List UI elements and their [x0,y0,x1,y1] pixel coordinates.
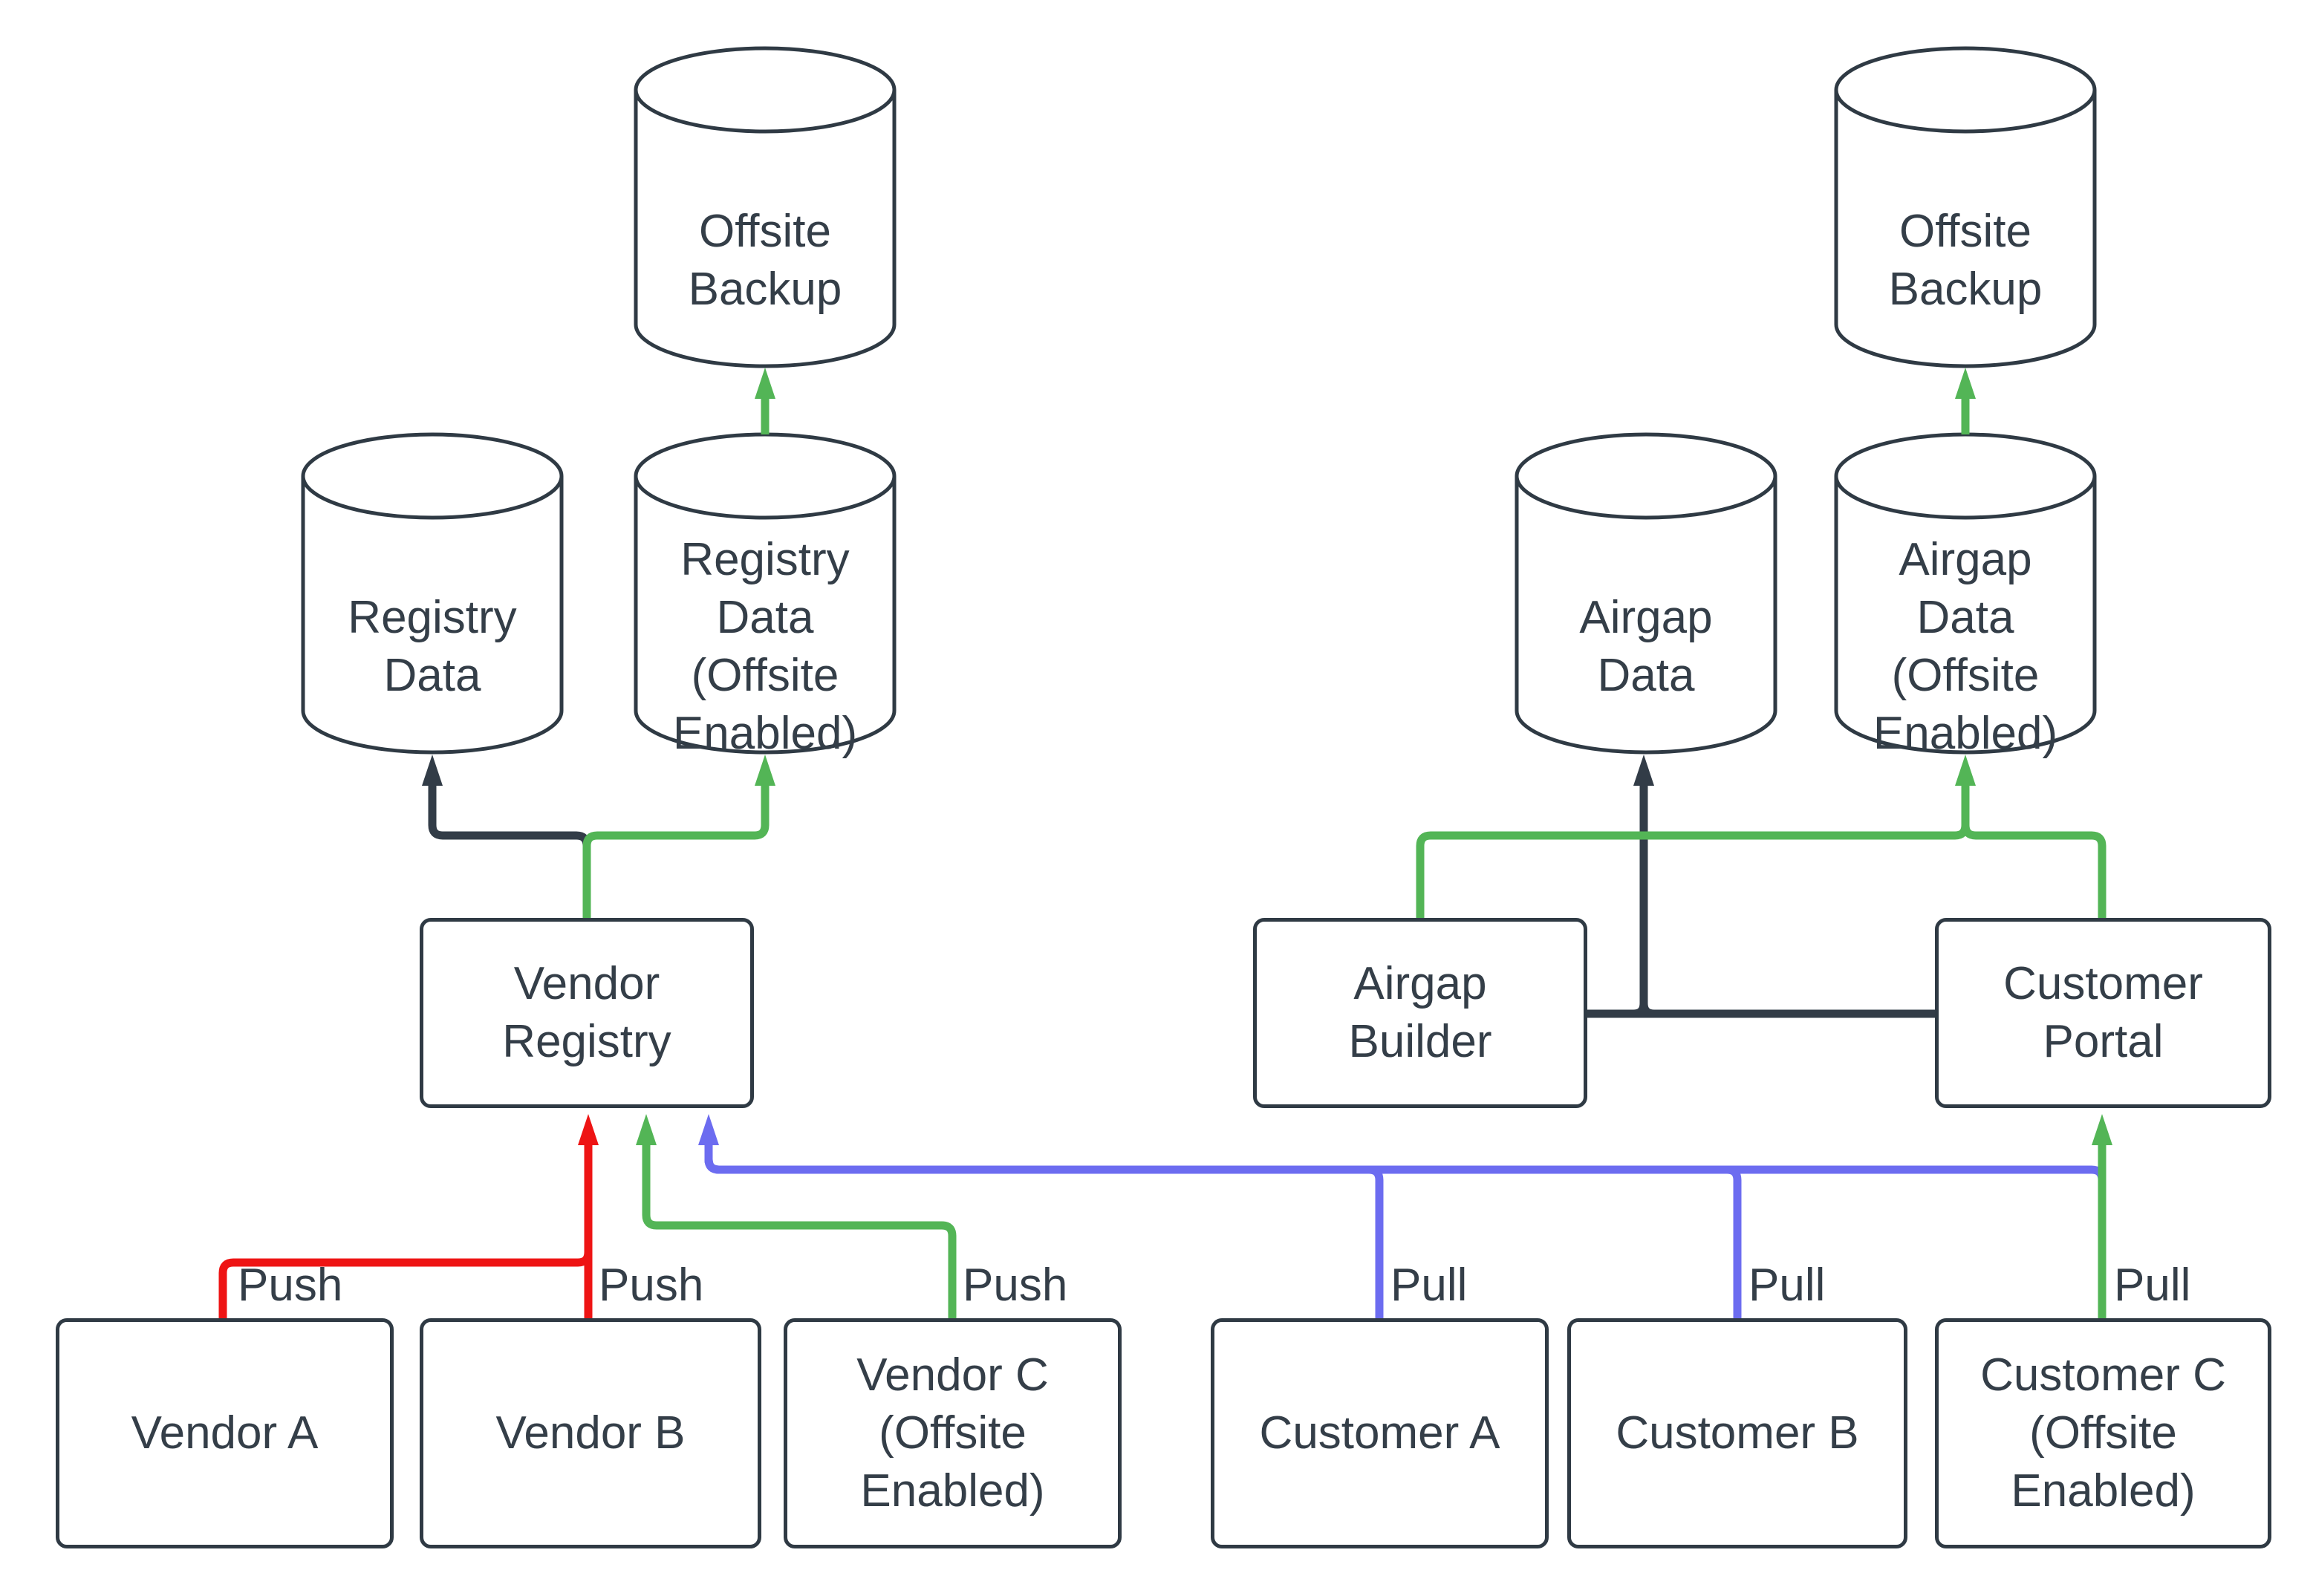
edge-label-push-vendor-c: Push [963,1260,1068,1311]
node-vendor-b: Vendor B [420,1318,761,1548]
edge-label-pull-customer-b: Pull [1748,1260,1826,1311]
cylinder-airgap-data [1515,432,1777,755]
node-vendor-a: Vendor A [56,1318,394,1548]
edge-label-pull-customer-c: Pull [2114,1260,2191,1311]
arrowhead-airgap-data-offsite [1955,755,1976,786]
arrowhead-airgap-data [1633,755,1654,786]
node-customer-portal: Customer Portal [1935,918,2271,1108]
cylinder-offsite-backup-right-label: Offsite Backup [1888,206,2043,315]
arrowhead-registry-data-offsite [755,755,775,786]
cylinder-body [634,476,897,755]
node-customer-c: Customer C (Offsite Enabled) [1935,1318,2271,1548]
cylinder-registry-data-offsite-label: Registry Data (Offsite Enabled) [672,534,858,759]
arrowhead-registry-data [422,755,443,786]
arrowhead-offsite-backup-left [755,368,775,399]
edge-label-pull-customer-a: Pull [1390,1260,1468,1311]
arrowhead-push-vendor-registry [578,1114,599,1145]
node-vendor-c-label: Vendor C (Offsite Enabled) [856,1349,1049,1517]
cylinder-registry-data-offsite [634,432,897,755]
edge-airgap-builder-to-airgap-data-offsite [1416,783,1970,918]
cylinder-body [1834,90,2097,368]
cylinder-body [634,90,897,368]
node-airgap-builder-label: Airgap Builder [1348,958,1492,1067]
node-airgap-builder: Airgap Builder [1253,918,1587,1108]
node-customer-a-label: Customer A [1259,1407,1500,1459]
edge-airgap-builder-to-airgap-data-fillet [1639,1003,1655,1018]
edge-vendor-c-push [642,1144,957,1318]
arrowhead-pull-vendor-registry [698,1114,719,1145]
node-vendor-a-label: Vendor A [131,1407,319,1459]
edge-label-push-vendor-a: Push [238,1260,343,1311]
node-customer-a: Customer A [1211,1318,1549,1548]
node-customer-b-label: Customer B [1616,1407,1859,1459]
cylinder-offsite-backup-left-label: Offsite Backup [688,206,842,315]
edge-vendor-registry-to-registry-data [428,784,591,918]
cylinder-top [1834,46,2097,134]
node-vendor-registry-label: Vendor Registry [502,958,671,1067]
cylinder-body [301,476,564,755]
cylinder-top [1834,432,2097,520]
edge-customer-portal-to-airgap-data-offsite [1961,783,2107,918]
cylinder-top [634,46,897,134]
node-customer-c-label: Customer C (Offsite Enabled) [1980,1349,2226,1517]
node-customer-portal-label: Customer Portal [2003,958,2203,1067]
cylinder-registry-data [301,432,564,755]
edge-vendor-registry-to-registry-data-offsite [582,784,770,918]
node-customer-b: Customer B [1567,1318,1907,1548]
cylinder-body [1834,476,2097,755]
cylinder-airgap-data-offsite-label: Airgap Data (Offsite Enabled) [1873,534,2058,759]
arrowhead-push-offsite-vendor-registry [636,1114,657,1145]
cylinder-top [301,432,564,520]
cylinder-airgap-data-label: Airgap Data [1579,592,1713,701]
cylinder-body [1515,476,1777,755]
node-vendor-c: Vendor C (Offsite Enabled) [784,1318,1122,1548]
arrowhead-pull-customer-portal [2092,1114,2112,1145]
cylinder-top [1515,432,1777,520]
edge-label-push-vendor-b: Push [599,1260,704,1311]
arrowhead-offsite-backup-right [1955,368,1976,399]
cylinder-offsite-backup-right [1834,46,2097,368]
cylinder-registry-data-label: Registry Data [348,592,517,701]
node-vendor-registry: Vendor Registry [420,918,754,1108]
cylinder-top [634,432,897,520]
cylinder-offsite-backup-left [634,46,897,368]
edge-airgap-builder-to-airgap-data [1633,783,1648,1018]
node-vendor-b-label: Vendor B [495,1407,686,1459]
